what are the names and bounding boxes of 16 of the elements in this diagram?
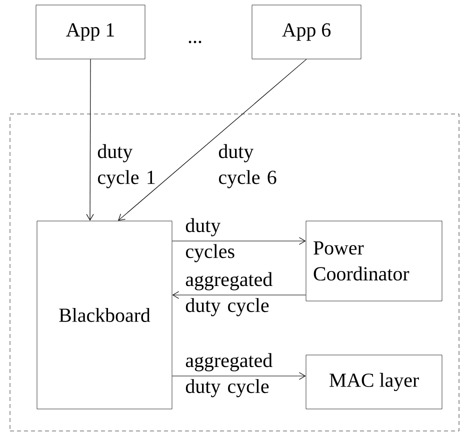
arrow	[172, 237, 306, 245]
edge-label: aggregated duty cycle	[186, 272, 272, 316]
arrow	[172, 372, 306, 380]
app-box: App 6	[252, 4, 362, 60]
arrow	[118, 58, 307, 221]
component-box: Blackboard	[36, 220, 172, 410]
component-box: Power Coordinator	[306, 220, 442, 302]
arrow	[172, 291, 306, 299]
edge-label: duty cycle 6	[218, 144, 276, 188]
arrow	[86, 58, 94, 221]
edge-label: aggregated duty cycle	[186, 353, 272, 398]
app-box: App 1	[36, 4, 146, 60]
edge-label: duty cycle 1	[98, 144, 155, 188]
component-box: MAC layer	[306, 354, 442, 410]
subsystem-boundary	[10, 114, 460, 432]
ellipsis-label: ...	[188, 40, 202, 44]
